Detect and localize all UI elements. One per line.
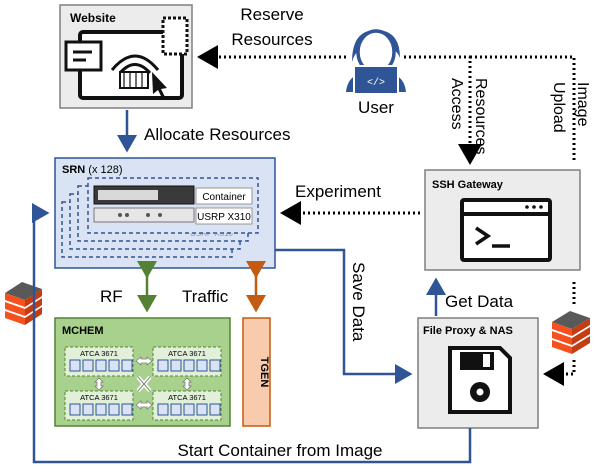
atca-label: ATCA 3671	[168, 349, 206, 358]
reserve-label-1: Reserve	[240, 5, 303, 24]
fileproxy-title: File Proxy & NAS	[423, 325, 513, 337]
get-data-label: Get Data	[445, 292, 514, 311]
atca-grid: ATCA 3671 ATCA 3671 ATCA 3671 ATCA 3671	[64, 346, 222, 421]
access-label-2: Resources	[472, 78, 489, 154]
srn-radio-label-back: USRP X310	[190, 229, 234, 238]
floppy-disk-icon	[448, 346, 512, 414]
terminal-icon	[460, 198, 552, 262]
reserve-label-2: Resources	[231, 30, 312, 49]
save-data-edge	[275, 248, 413, 384]
mchem-title: MCHEM	[62, 325, 104, 337]
srn-count: (x 128)	[88, 164, 122, 176]
rf-label: RF	[100, 287, 123, 306]
upload-edge-to-nas	[543, 360, 576, 386]
srn-title: SRN	[62, 164, 85, 176]
upload-label-1: Upload	[550, 82, 567, 133]
upload-label-2: Image	[574, 82, 591, 127]
srn-container-label: Container	[202, 192, 246, 203]
website-title: Website	[70, 11, 116, 25]
access-label-1: Access	[448, 78, 465, 130]
atca-board: ATCA 3671	[152, 390, 222, 421]
user-icon: </>	[346, 29, 406, 95]
save-data-label: Save Data	[349, 262, 368, 342]
user-node: </> User	[346, 29, 406, 117]
atca-board: ATCA 3671	[152, 346, 222, 377]
atca-label: ATCA 3671	[168, 393, 206, 402]
start-container-label: Start Container from Image	[177, 441, 382, 460]
start-container-edge	[32, 203, 472, 464]
srn-heading: SRN (x 128)	[62, 164, 123, 176]
atca-label: ATCA 3671	[80, 349, 118, 358]
ssh-title: SSH Gateway	[432, 179, 504, 191]
atca-board: ATCA 3671	[64, 346, 134, 377]
traffic-label: Traffic	[182, 287, 229, 306]
website-node: Website	[59, 4, 193, 109]
file-proxy-node: File Proxy & NAS	[417, 317, 539, 429]
mchem-node: MCHEM ATCA 3671 ATCA 3671 ATCA 3671 ATCA…	[54, 317, 231, 427]
interconnect-arrows	[94, 356, 192, 410]
user-label: User	[358, 98, 394, 117]
allocate-label: Allocate Resources	[144, 125, 290, 144]
srn-radio-label: USRP X310	[197, 212, 251, 223]
svg-text:</>: </>	[367, 77, 385, 89]
experiment-label: Experiment	[295, 182, 381, 201]
website-icon	[64, 16, 189, 100]
srn-stack: USRP X310 Container USRP X310	[61, 177, 259, 258]
server-stack-icon	[552, 311, 590, 354]
atca-label: ATCA 3671	[80, 393, 118, 402]
tgen-node: TGEN	[242, 317, 271, 427]
srn-node: SRN (x 128) USRP X310 Container USRP X31…	[54, 157, 276, 269]
ssh-gateway-node: SSH Gateway	[424, 169, 581, 271]
tgen-label: TGEN	[258, 357, 270, 388]
atca-board: ATCA 3671	[64, 390, 134, 421]
server-stack-icon	[5, 282, 42, 325]
